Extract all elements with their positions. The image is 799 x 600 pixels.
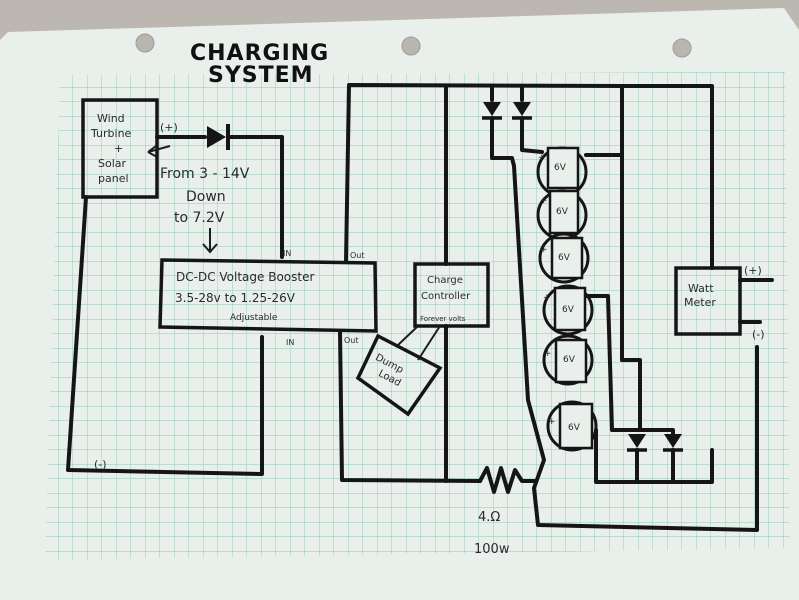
meter-positive-label: (+) (744, 264, 762, 277)
resistor-value: 4.Ω (478, 510, 500, 525)
source-negative-label: (-) (94, 458, 107, 471)
controller-line-1: Charge (427, 275, 463, 286)
punch-hole (401, 36, 421, 56)
note-line-3: to 7.2V (174, 210, 225, 226)
battery-label: 6V (563, 355, 576, 365)
booster-in-bottom: IN (286, 338, 294, 347)
source-line-2: Turbine (90, 127, 132, 140)
controller-line-2: Controller (421, 291, 471, 302)
battery-plus: + (544, 349, 552, 359)
watt-meter-box (674, 266, 742, 336)
booster-line-1: DC-DC Voltage Booster (176, 270, 314, 284)
battery-plus: + (543, 293, 551, 303)
battery-label: 6V (568, 423, 581, 433)
battery-plus: + (548, 417, 556, 427)
wire-booster-out-positive (344, 83, 624, 362)
wire-battery-return (512, 164, 759, 532)
battery-label: 6V (556, 207, 569, 217)
source-plus: + (114, 142, 123, 155)
wire-battery-mid (581, 294, 642, 432)
title-line-1: CHARGING (190, 41, 329, 66)
note-line-1: From 3 - 14V (160, 166, 250, 182)
note-arrow-left (147, 145, 171, 158)
booster-in-top: IN (283, 249, 291, 258)
resistor-symbol (478, 466, 536, 494)
battery-1: 6V + - (536, 146, 588, 198)
booster-out-bottom: Out (344, 336, 359, 345)
wire-battery-bottom (594, 428, 714, 484)
title-line-2: SYSTEM (208, 63, 314, 88)
battery-plus: + (538, 153, 546, 163)
punch-hole (672, 38, 692, 58)
booster-line-2: 3.5-28v to 1.25-26V (175, 291, 296, 305)
battery-5: 6V + (542, 334, 594, 386)
wire-booster-out-negative (338, 329, 482, 483)
wire-meter-side (620, 358, 642, 432)
wire-top-diodes-in (490, 84, 524, 102)
wire-bottom-diodes (635, 428, 675, 484)
battery-label: 6V (558, 253, 571, 263)
dump-load-box (355, 333, 443, 417)
battery-label: 6V (554, 163, 567, 173)
wire-top-diodes-out (490, 116, 544, 168)
note-line-2: Down (186, 189, 226, 205)
punch-hole (135, 33, 155, 53)
wire-source-negative (66, 195, 264, 476)
dc-dc-booster-box (158, 258, 378, 333)
source-positive-label: (+) (160, 121, 178, 134)
booster-line-3: Adjustable (230, 313, 278, 323)
battery-plus: + (540, 196, 548, 206)
battery-plus: + (540, 245, 548, 255)
dump-load-leads (397, 325, 441, 361)
controller-line-3: Forever volts (420, 315, 466, 323)
source-line-3: Solar (98, 157, 127, 170)
booster-out-top: Out (350, 251, 365, 260)
source-line-1: Wind (97, 112, 125, 125)
meter-line-2: Meter (684, 296, 716, 309)
battery-4: 6V + (542, 284, 594, 336)
battery-label: 6V (562, 305, 575, 315)
resistor-power: 100w (474, 542, 510, 557)
source-line-4: panel (98, 172, 129, 185)
note-arrow-down (202, 228, 218, 254)
battery-6: 6V + (546, 400, 598, 452)
wire-meter-positive (620, 84, 714, 270)
source-box (81, 98, 159, 199)
charge-controller-box (413, 262, 490, 328)
battery-minus: - (580, 152, 584, 163)
meter-output-wires (738, 278, 774, 324)
graph-paper (0, 8, 799, 600)
wire-diode-to-booster-in (226, 135, 284, 259)
battery-2: 6V + (536, 189, 588, 241)
meter-line-1: Watt (688, 282, 714, 295)
battery-3: 6V + (538, 232, 590, 284)
meter-negative-label: (-) (752, 328, 765, 341)
